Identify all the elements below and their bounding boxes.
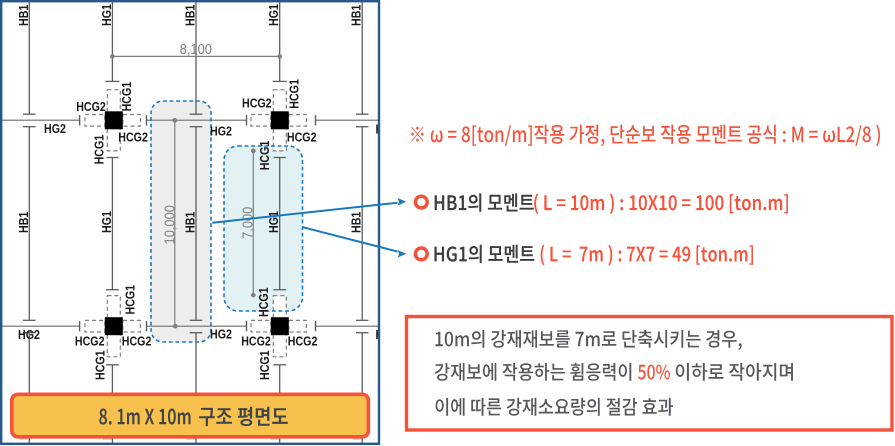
- svg-text:HG1: HG1: [266, 4, 281, 26]
- svg-text:HG2: HG2: [376, 327, 398, 342]
- svg-text:HCG2: HCG2: [118, 129, 148, 144]
- svg-text:HCG1: HCG1: [92, 350, 107, 380]
- svg-text:HCG2: HCG2: [76, 99, 106, 114]
- svg-text:HCG1: HCG1: [92, 134, 107, 164]
- svg-text:HCG2: HCG2: [288, 333, 318, 348]
- svg-text:HCG1: HCG1: [119, 81, 134, 111]
- svg-text:HCG1: HCG1: [287, 79, 302, 109]
- svg-text:HCG2: HCG2: [287, 129, 317, 144]
- svg-text:HG2: HG2: [210, 123, 232, 138]
- svg-text:HCG2: HCG2: [122, 333, 152, 348]
- svg-text:HCG1: HCG1: [123, 285, 138, 315]
- svg-text:HCG2: HCG2: [241, 333, 271, 348]
- svg-text:HCG1: HCG1: [256, 287, 271, 317]
- svg-text:HG2: HG2: [44, 121, 66, 136]
- svg-text:HB1: HB1: [182, 4, 197, 26]
- svg-text:HB1: HB1: [349, 211, 364, 233]
- svg-text:7,000: 7,000: [240, 206, 256, 239]
- svg-text:HG1: HG1: [99, 211, 114, 233]
- svg-text:8,100: 8,100: [180, 42, 213, 58]
- svg-text:HG2: HG2: [18, 327, 40, 342]
- svg-text:HB1: HB1: [16, 211, 31, 233]
- svg-text:HG1: HG1: [99, 4, 114, 26]
- svg-text:10,000: 10,000: [162, 205, 178, 245]
- svg-text:HCG1: HCG1: [257, 140, 272, 170]
- svg-text:HCG2: HCG2: [242, 95, 272, 110]
- svg-text:HCG1: HCG1: [257, 350, 272, 380]
- svg-text:HG2: HG2: [210, 326, 232, 341]
- svg-text:HG1: HG1: [266, 211, 281, 233]
- svg-text:HB1: HB1: [349, 4, 364, 26]
- svg-text:HB1: HB1: [182, 211, 197, 233]
- svg-text:HB1: HB1: [16, 4, 31, 26]
- svg-text:HCG2: HCG2: [75, 333, 105, 348]
- svg-text:HG2: HG2: [376, 121, 398, 136]
